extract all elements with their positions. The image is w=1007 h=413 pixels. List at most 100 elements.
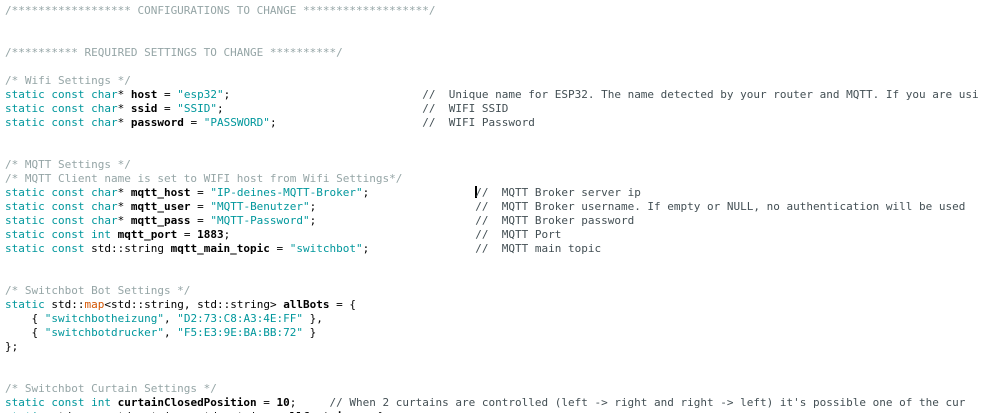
code-token-pl: =: [190, 214, 211, 227]
code-token-pl: =: [183, 116, 204, 129]
code-token-pl: ;: [269, 116, 423, 129]
code-line[interactable]: static const char* mqtt_host = "IP-deine…: [5, 186, 1007, 200]
code-token-pl: [111, 228, 118, 241]
code-token-pl: },: [303, 312, 323, 325]
code-token-pl: *: [117, 116, 131, 129]
code-token-pl: std::: [44, 298, 85, 311]
code-token-pl: =: [157, 88, 178, 101]
code-token-pl: ;: [309, 214, 476, 227]
code-line[interactable]: [5, 144, 1007, 158]
code-token-id: allBots: [283, 298, 330, 311]
code-token-pl: <std::string, std::string>: [104, 298, 284, 311]
code-token-pl: =: [177, 228, 198, 241]
code-token-cl: // MQTT Port: [475, 228, 562, 241]
code-token-id: mqtt_pass: [130, 214, 191, 227]
code-token-cl: // When 2 curtains are controlled (left …: [329, 396, 966, 409]
code-token-str: "switchbot": [289, 242, 363, 255]
code-token-kw: static const char: [5, 116, 118, 129]
code-token-kw: static const int: [5, 228, 111, 241]
code-token-cb: /****************** CONFIGURATIONS TO CH…: [5, 4, 436, 17]
code-token-num: 10: [276, 396, 290, 409]
code-token-cb: /* Wifi Settings */: [5, 74, 131, 87]
code-line[interactable]: static const int mqtt_port = 1883; // MQ…: [5, 228, 1007, 242]
code-token-id: allCurtains: [283, 410, 356, 413]
code-line[interactable]: [5, 32, 1007, 46]
text-cursor: [475, 186, 478, 198]
code-line[interactable]: static const char* password = "PASSWORD"…: [5, 116, 1007, 130]
code-line[interactable]: [5, 18, 1007, 32]
code-token-kw: static const char: [5, 214, 118, 227]
code-token-pl: std::: [45, 410, 84, 413]
code-token-str: "PASSWORD": [203, 116, 270, 129]
code-token-kw: static const int: [5, 396, 111, 409]
code-token-id: curtainClosedPosition: [117, 396, 257, 409]
code-line[interactable]: static const char* mqtt_user = "MQTT-Ben…: [5, 200, 1007, 214]
code-line[interactable]: [5, 130, 1007, 144]
code-line[interactable]: [5, 270, 1007, 284]
code-token-kw: static const char: [5, 88, 118, 101]
code-token-str: "D2:73:C8:A3:4E:FF": [177, 312, 304, 325]
code-token-pl: = {: [356, 410, 383, 413]
code-token-kw: static const: [5, 242, 85, 255]
code-line[interactable]: static const char* ssid = "SSID"; // WIF…: [5, 102, 1007, 116]
code-token-pl: ,: [163, 312, 178, 325]
code-token-str: "switchbotdrucker": [44, 326, 164, 339]
code-line[interactable]: [5, 60, 1007, 74]
code-token-pl: ;: [362, 186, 476, 199]
code-token-pl: *: [117, 200, 131, 213]
code-line[interactable]: /* Switchbot Curtain Settings */: [5, 382, 1007, 396]
code-token-pl: }: [303, 326, 317, 339]
code-token-cl: // WIFI SSID: [422, 102, 509, 115]
code-line[interactable]: static std::map<std::string, std::string…: [5, 410, 1007, 413]
code-token-str: "MQTT-Password": [210, 214, 310, 227]
code-token-pl: ,: [163, 326, 178, 339]
code-line[interactable]: static std::map<std::string, std::string…: [5, 298, 1007, 312]
code-token-str: "switchbotheizung": [44, 312, 164, 325]
code-line[interactable]: [5, 256, 1007, 270]
code-token-id: mqtt_port: [117, 228, 178, 241]
code-line[interactable]: /********** REQUIRED SETTINGS TO CHANGE …: [5, 46, 1007, 60]
code-line[interactable]: /* Switchbot Bot Settings */: [5, 284, 1007, 298]
code-token-cb: /* Switchbot Bot Settings */: [5, 284, 191, 297]
code-token-pl: =: [190, 200, 211, 213]
code-token-str: "esp32": [177, 88, 224, 101]
code-line[interactable]: static const int curtainClosedPosition =…: [5, 396, 1007, 410]
code-token-kw: static: [5, 410, 45, 413]
code-line[interactable]: /****************** CONFIGURATIONS TO CH…: [5, 4, 1007, 18]
code-token-pl: std::string: [84, 242, 171, 255]
code-token-id: mqtt_user: [130, 200, 191, 213]
code-token-pl: };: [5, 340, 19, 353]
code-line[interactable]: /* Wifi Settings */: [5, 74, 1007, 88]
code-token-pl: *: [117, 102, 131, 115]
code-line[interactable]: { "switchbotheizung", "D2:73:C8:A3:4E:FF…: [5, 312, 1007, 326]
code-line[interactable]: { "switchbotdrucker", "F5:E3:9E:BA:BB:72…: [5, 326, 1007, 340]
code-token-str: "SSID": [177, 102, 217, 115]
code-token-cb: /* MQTT Client name is set to WIFI host …: [5, 172, 403, 185]
code-token-pl: ;: [289, 396, 330, 409]
code-token-str: "F5:E3:9E:BA:BB:72": [177, 326, 304, 339]
code-token-pl: =: [256, 396, 277, 409]
code-line[interactable]: /* MQTT Settings */: [5, 158, 1007, 172]
code-token-str: "IP-deines-MQTT-Broker": [210, 186, 363, 199]
code-token-id: ssid: [130, 102, 158, 115]
code-token-id: mqtt_host: [130, 186, 191, 199]
code-token-kw: static const char: [5, 186, 118, 199]
code-token-fn: map: [85, 410, 105, 413]
code-line[interactable]: static const std::string mqtt_main_topic…: [5, 242, 1007, 256]
code-token-pl: =: [190, 186, 211, 199]
code-line[interactable]: static const char* host = "esp32"; // Un…: [5, 88, 1007, 102]
code-token-cl: // MQTT Broker username. If empty or NUL…: [475, 200, 966, 213]
code-token-cb: /* MQTT Settings */: [5, 158, 131, 171]
code-token-pl: ;: [223, 88, 423, 101]
code-token-id: host: [130, 88, 158, 101]
code-token-pl: ;: [309, 200, 476, 213]
code-line[interactable]: /* MQTT Client name is set to WIFI host …: [5, 172, 1007, 186]
code-line[interactable]: };: [5, 340, 1007, 354]
code-token-kw: static const char: [5, 200, 118, 213]
code-line[interactable]: static const char* mqtt_pass = "MQTT-Pas…: [5, 214, 1007, 228]
code-line[interactable]: [5, 368, 1007, 382]
code-token-pl: *: [117, 186, 131, 199]
code-line[interactable]: [5, 354, 1007, 368]
